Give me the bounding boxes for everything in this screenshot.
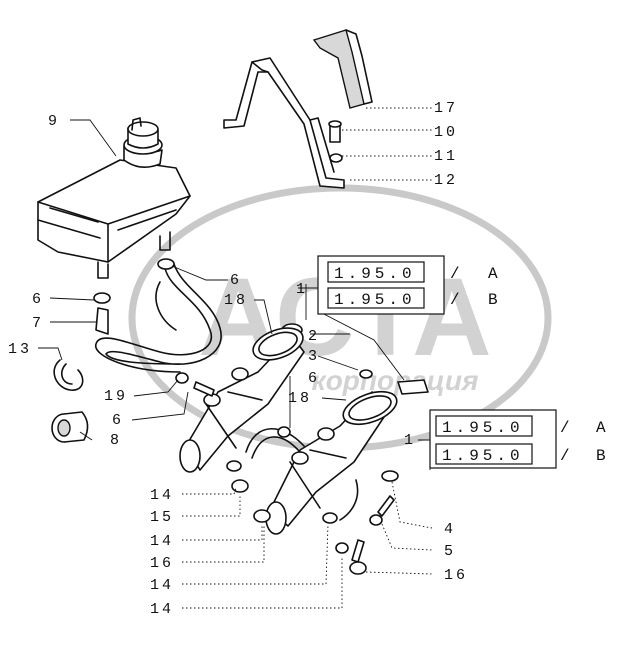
callout-labels: 9 17 10 11 12 6 6 7 13 19 6 8 1 18 2 3 6… [8, 100, 468, 618]
reference-2-variant: B [488, 291, 502, 309]
coolant-hoses [93, 258, 222, 384]
callout-19: 19 [104, 388, 128, 405]
reference-3-suffix: / [560, 419, 574, 437]
callout-15: 15 [150, 509, 174, 526]
rubber-grommet [51, 411, 89, 443]
callout-1-lower: 1 [404, 432, 416, 449]
hose-clip [53, 359, 84, 391]
leader-lines [38, 107, 433, 609]
callout-8: 8 [110, 432, 122, 449]
callout-9: 9 [48, 113, 60, 130]
callout-17: 17 [434, 100, 458, 117]
watermark: АСТА корпорация [128, 184, 552, 452]
callout-1-upper: 1 [296, 281, 308, 298]
reference-4-code: 1.95.0 [442, 447, 524, 465]
reference-2-suffix: / [450, 291, 464, 309]
callout-16-left: 16 [150, 555, 174, 572]
thermostat-housing-left [179, 323, 305, 473]
callout-6-mid: 6 [308, 370, 320, 387]
callout-14-second: 14 [150, 533, 174, 550]
callout-3: 3 [308, 348, 320, 365]
callout-6-tank: 6 [230, 272, 242, 289]
reference-2-code: 1.95.0 [334, 291, 416, 309]
callout-11: 11 [434, 148, 458, 165]
watermark-subtitle: корпорация [312, 365, 479, 396]
reference-group-upper: 1.95.0 / A 1.95.0 / B [317, 255, 502, 315]
callout-16-right: 16 [444, 567, 468, 584]
reference-3-code: 1.95.0 [442, 419, 524, 437]
thermostat-housing-right [245, 390, 398, 535]
mounting-bracket [223, 29, 373, 189]
callout-18-lower: 18 [288, 390, 312, 407]
callout-12: 12 [434, 172, 458, 189]
callout-10: 10 [434, 124, 458, 141]
callout-14-fourth: 14 [150, 601, 174, 618]
callout-6-lower: 6 [112, 412, 124, 429]
callout-7: 7 [32, 315, 44, 332]
callout-18-upper: 18 [224, 292, 248, 309]
callout-2: 2 [308, 328, 320, 345]
callout-4: 4 [444, 521, 456, 538]
reference-group-lower: 1.95.0 / A 1.95.0 / B [429, 409, 610, 469]
callout-6-hose: 6 [32, 291, 44, 308]
reference-4-suffix: / [560, 447, 574, 465]
callout-5: 5 [444, 543, 456, 560]
reference-3-variant: A [596, 419, 610, 437]
reference-1-variant: A [488, 265, 502, 283]
expansion-tank [37, 117, 191, 279]
callout-13: 13 [8, 341, 32, 358]
reference-1-suffix: / [450, 265, 464, 283]
reference-1-code: 1.95.0 [334, 265, 416, 283]
callout-14-third: 14 [150, 577, 174, 594]
reference-4-variant: B [596, 447, 610, 465]
callout-14-first: 14 [150, 487, 174, 504]
